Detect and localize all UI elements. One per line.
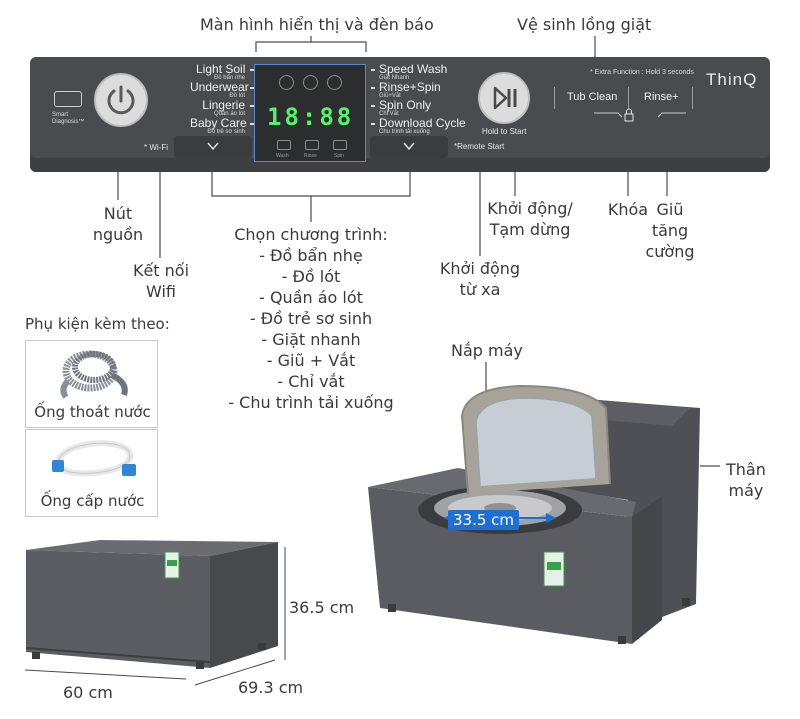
annotation-wifi-line2: Wifi bbox=[146, 282, 176, 301]
remote-indicator-icon bbox=[327, 75, 342, 90]
rinse-indicator-icon bbox=[305, 140, 319, 150]
annotation-program-item: - Đồ bẩn nhẹ bbox=[259, 246, 363, 265]
annotation-body: Thân máy bbox=[726, 459, 766, 501]
wash-indicator-icon bbox=[277, 140, 291, 150]
annotation-rinse-plus-line2: tăng bbox=[651, 221, 689, 240]
annotation-rinse-plus-line1: Giũ bbox=[656, 200, 684, 219]
annotation-wifi: Kết nối Wifi bbox=[128, 260, 194, 302]
accessory-inlet-hose-label: Ống cấp nước bbox=[40, 492, 145, 510]
annotation-display: Màn hình hiển thị và đèn báo bbox=[200, 15, 434, 34]
wash-indicator-label: Wash bbox=[276, 153, 289, 159]
annotation-program-item: - Đồ lót bbox=[281, 267, 341, 286]
thinq-logo: ThinQ bbox=[706, 70, 758, 89]
annotation-body-line2: máy bbox=[728, 481, 764, 500]
inlet-hose-icon bbox=[52, 440, 136, 477]
separator bbox=[692, 87, 693, 109]
pedestal-dimension-drawing bbox=[25, 540, 278, 669]
separator bbox=[628, 87, 629, 109]
program-selector-right[interactable] bbox=[370, 136, 448, 158]
annotation-program-item: - Giặt nhanh bbox=[261, 330, 361, 349]
drum-diameter-label: 33.5 cm bbox=[448, 510, 520, 530]
annotation-power: Nút nguồn bbox=[88, 203, 148, 245]
annotation-power-line2: nguồn bbox=[92, 225, 144, 244]
annotation-rinse-plus-line3: cường bbox=[645, 242, 695, 261]
remote-start-label: *Remote Start bbox=[454, 142, 505, 151]
annotation-program-item: - Đồ trẻ sơ sinh bbox=[249, 309, 373, 328]
drain-hose-icon bbox=[60, 350, 128, 399]
program-lingerie[interactable]: Lingerie bbox=[202, 98, 245, 112]
annotation-remote-start: Khởi động từ xa bbox=[436, 258, 524, 300]
display-screen: 18:88 Wash Rinse Spin bbox=[254, 64, 366, 162]
program-spin-only-vi: Chỉ Vắt bbox=[379, 111, 399, 117]
program-lingerie-vi: Quần áo lót bbox=[213, 111, 245, 117]
annotation-program-item: - Giũ + Vắt bbox=[266, 351, 356, 370]
extra-function-label: * Extra Function : Hold 3 seconds bbox=[590, 69, 694, 76]
program-light-soil[interactable]: Light Soil bbox=[196, 62, 246, 76]
annotation-start-pause-line1: Khởi động/ bbox=[487, 199, 573, 218]
lock-icon bbox=[594, 108, 686, 122]
program-rinse-spin-vi: Giũ+Vắt bbox=[379, 93, 401, 99]
annotation-remote-start-line1: Khởi động bbox=[439, 259, 521, 278]
smart-diagnosis-icon bbox=[54, 91, 82, 107]
annotation-tub-clean: Vệ sinh lồng giặt bbox=[517, 15, 652, 34]
program-baby-care[interactable]: Baby Care bbox=[190, 116, 247, 130]
control-panel: Smart Diagnosis™ * Wi-Fi Light Soil Đồ b… bbox=[30, 57, 770, 172]
program-underwear[interactable]: Underwear bbox=[190, 80, 249, 94]
annotation-wifi-line1: Kết nối bbox=[132, 261, 190, 280]
tub-clean-button[interactable]: Tub Clean bbox=[567, 91, 618, 103]
program-underwear-vi: Đồ lót bbox=[229, 93, 245, 99]
annotation-lock: Khóa bbox=[607, 200, 649, 219]
start-pause-button[interactable] bbox=[478, 72, 530, 124]
smart-diagnosis-label: Smart Diagnosis™ bbox=[52, 112, 85, 125]
program-speed-wash-vi: Giặt Nhanh bbox=[379, 75, 410, 81]
wifi-label: * Wi-Fi bbox=[144, 143, 168, 152]
program-speed-wash[interactable]: Speed Wash bbox=[379, 62, 448, 76]
wifi-indicator-icon bbox=[303, 75, 318, 90]
dimension-depth: 69.3 cm bbox=[238, 678, 304, 697]
power-button[interactable] bbox=[94, 73, 148, 127]
accessory-inlet-hose: Ống cấp nước bbox=[25, 429, 158, 517]
dimension-width: 60 cm bbox=[63, 683, 113, 702]
play-pause-icon bbox=[493, 86, 517, 110]
program-indicator-leds-right bbox=[371, 66, 375, 130]
separator bbox=[554, 87, 555, 109]
accessories-title: Phụ kiện kèm theo: bbox=[25, 315, 170, 333]
annotation-programs: Chọn chương trình: - Đồ bẩn nhẹ - Đồ lót… bbox=[221, 224, 401, 413]
chevron-down-icon bbox=[207, 142, 219, 151]
annotation-programs-title: Chọn chương trình: bbox=[234, 225, 388, 244]
program-download-cycle-vi: Chu trình tải xuống bbox=[379, 129, 430, 135]
open-machine-drawing bbox=[368, 384, 700, 644]
annotation-program-item: - Chỉ vắt bbox=[277, 372, 345, 391]
annotation-rinse-plus: Giũ tăng cường bbox=[640, 199, 700, 262]
program-spin-only[interactable]: Spin Only bbox=[379, 98, 432, 112]
program-rinse-spin[interactable]: Rinse+Spin bbox=[379, 80, 441, 94]
hold-to-start-label: Hold to Start bbox=[482, 127, 527, 136]
annotation-body-line1: Thân bbox=[726, 460, 766, 479]
program-download-cycle[interactable]: Download Cycle bbox=[379, 116, 466, 130]
rinse-indicator-label: Rinse bbox=[304, 153, 317, 159]
annotation-lid: Nắp máy bbox=[451, 341, 523, 360]
program-selector-left[interactable] bbox=[174, 136, 252, 158]
accessory-drain-hose-label: Ống thoát nước bbox=[34, 403, 151, 421]
spin-indicator-icon bbox=[333, 140, 347, 150]
power-icon bbox=[107, 85, 135, 115]
dimension-height: 36.5 cm bbox=[289, 598, 355, 617]
accessory-drain-hose: Ống thoát nước bbox=[25, 340, 158, 428]
annotation-start-pause-line2: Tạm dừng bbox=[489, 220, 571, 239]
annotation-remote-start-line2: từ xa bbox=[459, 280, 501, 299]
program-light-soil-vi: Đồ bẩn nhẹ bbox=[213, 75, 245, 81]
annotation-start-pause: Khởi động/ Tạm dừng bbox=[480, 198, 580, 240]
annotation-power-line1: Nút bbox=[103, 204, 133, 223]
annotation-program-item: - Chu trình tải xuống bbox=[228, 393, 394, 412]
program-indicator-leds-left bbox=[250, 66, 254, 130]
chevron-down-icon bbox=[403, 142, 415, 151]
display-digits: 18:88 bbox=[267, 103, 355, 131]
spin-indicator-label: Spin bbox=[334, 153, 345, 159]
child-lock-indicator-icon bbox=[279, 75, 294, 90]
rinse-plus-button[interactable]: Rinse+ bbox=[644, 91, 679, 103]
annotation-program-item: - Quần áo lót bbox=[259, 288, 363, 307]
program-baby-care-vi: Đồ trẻ sơ sinh bbox=[207, 129, 245, 135]
